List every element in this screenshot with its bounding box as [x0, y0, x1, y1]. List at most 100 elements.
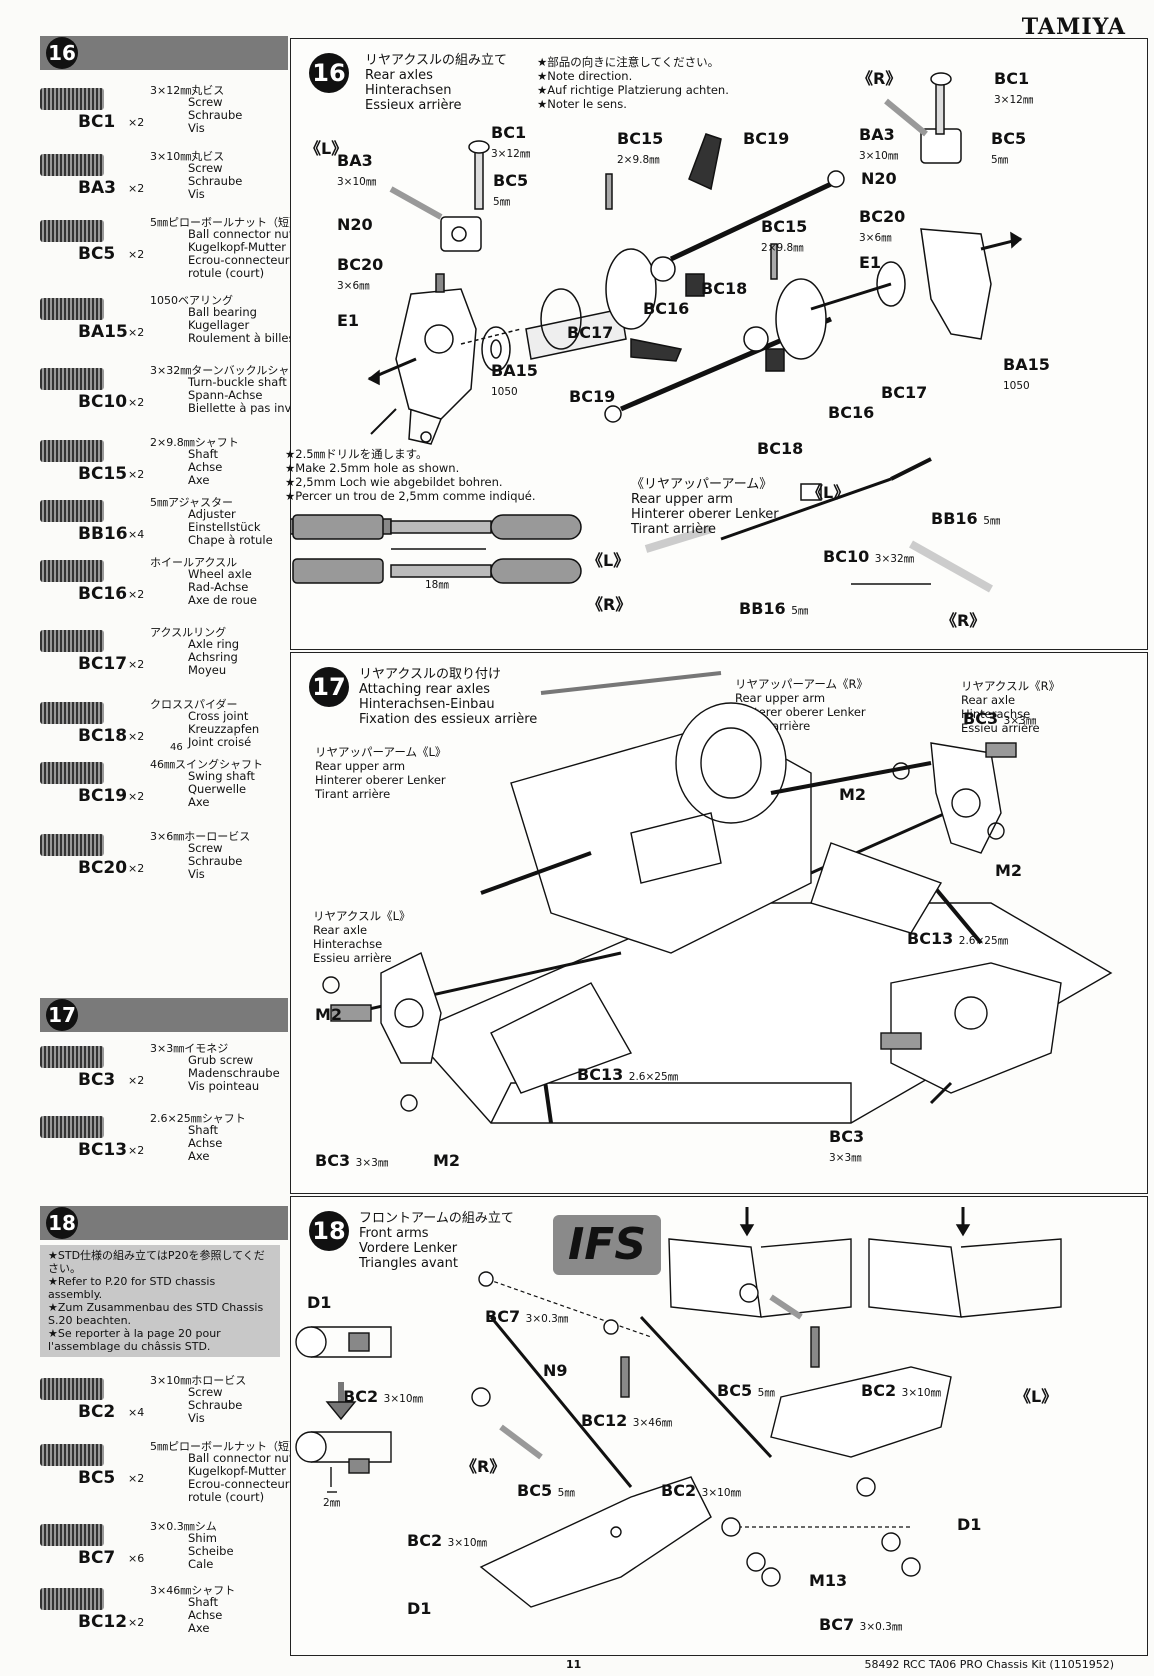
part-quantity: ×2	[128, 182, 145, 195]
caption-upper-arm-L: リヤアッパーアーム《L》 Rear upper arm Hinterer obe…	[315, 745, 446, 801]
part-quantity: ×2	[128, 326, 145, 339]
note-line: ★Zum Zusammenbau des STD Chassis S.20 be…	[48, 1301, 264, 1327]
panel16-title: リヤアクスルの組み立て Rear axles Hinterachsen Essi…	[365, 53, 507, 113]
part-jp-name: アクスルリング	[150, 626, 227, 639]
caption-line: Hinterachse	[961, 707, 1031, 721]
part-jp-name: 3×3㎜イモネジ	[150, 1042, 229, 1055]
part-jp-name: 3×0.3㎜シム	[150, 1520, 217, 1533]
label-bb16-2: BB16 5㎜	[739, 599, 809, 618]
part-bc5-icon	[40, 220, 104, 242]
part-name-line: Adjuster	[188, 507, 236, 521]
part-name-line: Ball bearing	[188, 305, 257, 319]
part-quantity: ×2	[128, 1616, 145, 1629]
part-code: BC15	[78, 464, 128, 484]
part-quantity: ×2	[128, 248, 145, 261]
part-quantity: ×2	[128, 116, 145, 129]
note-line: ★Noter le sens.	[537, 97, 627, 111]
panel18-title: フロントアームの組み立て Front arms Vordere Lenker T…	[359, 1211, 514, 1271]
kit-name: 58492 RCC TA06 PRO Chassis Kit (11051952…	[864, 1658, 1114, 1671]
label-bc10: BC10 3×32㎜	[823, 547, 915, 566]
label-n20: N20	[337, 215, 373, 234]
title-jp: リヤアクスルの取り付け	[359, 667, 501, 682]
part-jp-name: 3×6㎜ホーロービス	[150, 830, 251, 843]
caption-line: リヤアッパーアーム《L》	[315, 745, 447, 759]
part-bc7-icon	[40, 1524, 104, 1546]
label-bc13-l: BC13 2.6×25㎜	[577, 1065, 679, 1084]
label-L: 《L》	[305, 139, 348, 158]
caption-axle-R: リヤアクスル《R》 Rear axle Hinterachse Essieu a…	[961, 679, 1060, 735]
label-R: 《R》	[857, 69, 902, 88]
part-quantity: ×2	[128, 468, 145, 481]
part-name-line: Cross joint	[188, 709, 249, 723]
panel17-title: リヤアクスルの取り付け Attaching rear axles Hintera…	[359, 667, 537, 727]
part-quantity: ×2	[128, 658, 145, 671]
caption-line: Tirant arrière	[315, 787, 391, 801]
label-R-tb: 《R》	[587, 595, 632, 614]
caption-axle-L: リヤアクスル《L》 Rear axle Hinterachse Essieu a…	[313, 909, 411, 965]
part-code: BC10	[78, 392, 128, 412]
step18-panel: 18 フロントアームの組み立て Front arms Vordere Lenke…	[290, 1196, 1148, 1656]
part-name-line: Screw	[188, 161, 223, 175]
part-jp-name: 2.6×25㎜シャフト	[150, 1112, 246, 1125]
part-name-line: Moyeu	[188, 663, 227, 677]
note-line: ★2.5㎜ドリルを通します。	[285, 447, 428, 461]
part-code: BC12	[78, 1612, 128, 1632]
dim-18mm: 18㎜	[425, 579, 449, 591]
part-code: BC2	[78, 1402, 116, 1422]
part-name-line: Vis pointeau	[188, 1079, 260, 1093]
part-name-line: Wheel axle	[188, 567, 252, 581]
title-fr: Fixation des essieux arrière	[359, 712, 538, 727]
part-bc19-icon	[40, 762, 104, 784]
label-d1-c: D1	[957, 1515, 982, 1534]
label-e1-r: E1	[859, 253, 882, 272]
part-mark: 46	[170, 742, 183, 753]
part-jp-name: 2×9.8㎜シャフト	[150, 436, 239, 449]
page-number: 11	[566, 1658, 582, 1671]
part-name-line: Turn-buckle shaft	[188, 375, 287, 389]
part-code: BB16	[78, 524, 128, 544]
step17-number: 17	[46, 999, 78, 1031]
part-name-line: Spann-Achse	[188, 388, 263, 402]
part-name-line: Axe de roue	[188, 593, 257, 607]
part-code: BC16	[78, 584, 128, 604]
label-m13: M13	[809, 1571, 848, 1590]
label-R: 《R》	[461, 1457, 506, 1476]
part-name-line: rotule (court)	[188, 1490, 265, 1504]
part-code: BC5	[78, 1468, 116, 1488]
part-name-line: Achse	[188, 1608, 223, 1622]
part-name-line: Schraube	[188, 108, 243, 122]
part-name-line: Axle ring	[188, 637, 240, 651]
part-name-line: Shim	[188, 1531, 217, 1545]
part-bc16-icon	[40, 560, 104, 582]
caption-line: Rear upper arm	[631, 492, 733, 507]
part-quantity: ×2	[128, 588, 145, 601]
part-name-line: Kugelkopf-Mutter (kurz)	[188, 240, 324, 254]
part-name-line: Vis	[188, 867, 205, 881]
label-bc19: BC19	[743, 129, 790, 148]
panel16-direction-note: ★部品の向きに注意してください。 ★Note direction. ★Auf r…	[537, 55, 729, 111]
panel18-number: 18	[309, 1211, 349, 1251]
panel17-number: 17	[309, 667, 349, 707]
label-e1: E1	[337, 311, 360, 330]
part-code: BC7	[78, 1548, 116, 1568]
part-jp-name: 3×10㎜ホロービス	[150, 1374, 247, 1387]
part-name-line: Shaft	[188, 1123, 218, 1137]
part-jp-name: 3×46㎜シャフト	[150, 1584, 236, 1597]
part-code: BC3	[78, 1070, 116, 1090]
label-bc13-r: BC13 2.6×25㎜	[907, 929, 1009, 948]
